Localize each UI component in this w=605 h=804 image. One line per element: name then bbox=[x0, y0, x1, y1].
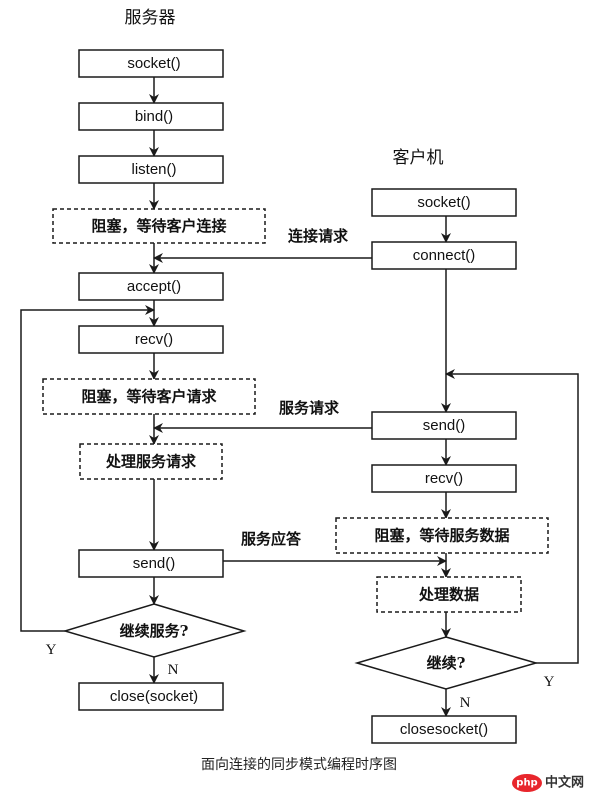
server-wait-connect-box: 阻塞，等待客户连接 bbox=[52, 208, 266, 244]
client-yes-label: Y bbox=[544, 674, 555, 690]
server-recv-box: recv() bbox=[78, 325, 224, 354]
server-close-box: close(socket) bbox=[78, 682, 224, 711]
server-accept-label: accept() bbox=[127, 278, 181, 295]
server-close-label: close(socket) bbox=[110, 688, 198, 705]
client-closesocket-label: closesocket() bbox=[400, 721, 488, 738]
server-continue-label: 继续服务? bbox=[120, 622, 189, 640]
watermark-logo-icon bbox=[512, 774, 542, 792]
server-listen-label: listen() bbox=[131, 161, 176, 178]
server-send-label: send() bbox=[133, 555, 176, 572]
client-wait-data-label: 阻塞，等待服务数据 bbox=[374, 527, 509, 545]
client-recv-box: recv() bbox=[371, 464, 517, 493]
client-recv-label: recv() bbox=[425, 470, 463, 487]
connect-request-label: 连接请求 bbox=[288, 227, 349, 245]
client-no-label: N bbox=[460, 695, 471, 711]
server-wait-request-box: 阻塞，等待客户请求 bbox=[42, 378, 256, 415]
server-bind-label: bind() bbox=[135, 108, 173, 125]
service-request-label: 服务请求 bbox=[279, 399, 340, 417]
server-yes-label: Y bbox=[46, 642, 57, 658]
server-send-box: send() bbox=[78, 549, 224, 578]
client-continue-decision: 继续? bbox=[354, 636, 539, 690]
client-title: 客户机 bbox=[393, 148, 444, 168]
server-recv-label: recv() bbox=[135, 331, 173, 348]
client-send-box: send() bbox=[371, 411, 517, 440]
server-wait-request-label: 阻塞，等待客户请求 bbox=[81, 388, 217, 406]
watermark-text: 中文网 bbox=[545, 775, 584, 791]
client-continue-label: 继续? bbox=[427, 654, 466, 672]
server-process-label: 处理服务请求 bbox=[105, 453, 197, 471]
server-process-box: 处理服务请求 bbox=[79, 443, 223, 480]
client-process-label: 处理数据 bbox=[418, 586, 479, 604]
client-socket-label: socket() bbox=[417, 194, 470, 211]
client-socket-box: socket() bbox=[371, 188, 517, 217]
server-socket-label: socket() bbox=[127, 55, 180, 72]
watermark-logo-text: php bbox=[516, 778, 537, 789]
server-loop-yes-line bbox=[20, 305, 155, 632]
client-process-box: 处理数据 bbox=[376, 576, 522, 613]
client-loop-yes-line bbox=[445, 369, 579, 664]
client-connect-label: connect() bbox=[413, 247, 476, 264]
server-no-label: N bbox=[168, 662, 179, 678]
server-accept-box: accept() bbox=[78, 272, 224, 301]
server-wait-connect-label: 阻塞，等待客户连接 bbox=[91, 217, 226, 235]
watermark: php 中文网 bbox=[512, 774, 584, 792]
server-socket-box: socket() bbox=[78, 49, 224, 78]
client-connect-box: connect() bbox=[371, 241, 517, 270]
client-closesocket-box: closesocket() bbox=[371, 715, 517, 744]
client-wait-data-box: 阻塞，等待服务数据 bbox=[335, 517, 549, 554]
server-title: 服务器 bbox=[125, 8, 176, 28]
server-continue-decision: 继续服务? bbox=[62, 603, 247, 658]
service-reply-label: 服务应答 bbox=[241, 530, 302, 548]
diagram-caption: 面向连接的同步模式编程时序图 bbox=[201, 756, 397, 773]
server-listen-box: listen() bbox=[78, 155, 224, 184]
server-bind-box: bind() bbox=[78, 102, 224, 131]
client-send-label: send() bbox=[423, 417, 466, 434]
